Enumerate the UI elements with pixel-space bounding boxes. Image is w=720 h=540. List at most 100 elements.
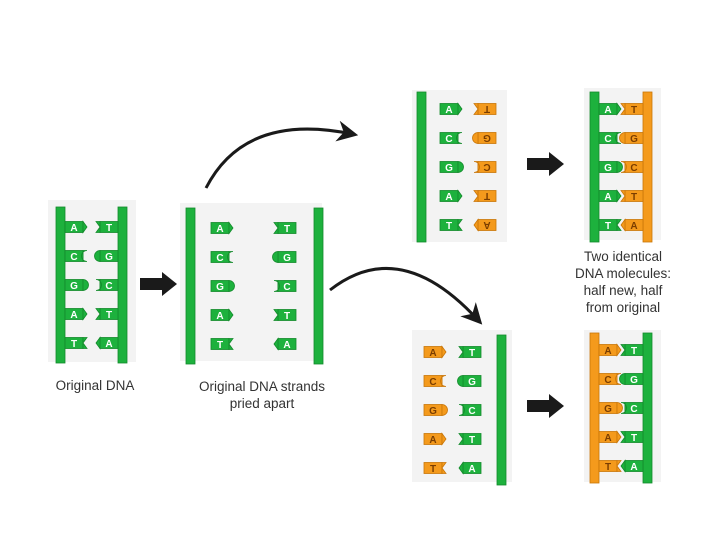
panel-pried xyxy=(180,203,322,361)
caption-pried-line1: Original DNA strands xyxy=(198,379,326,394)
base-letter: G xyxy=(630,134,638,145)
base-right-0: T xyxy=(273,222,297,235)
caption-result-line2: DNA molecules: xyxy=(574,266,672,281)
free-base-top-1: G xyxy=(472,132,497,144)
base-letter: A xyxy=(445,105,452,116)
arrow-right-top xyxy=(527,152,564,176)
base-letter: C xyxy=(630,163,637,174)
backbone-left xyxy=(416,91,427,243)
base-letter: A xyxy=(445,192,452,203)
base-letter: G xyxy=(70,281,78,292)
backbone-right xyxy=(496,334,507,486)
base-left-1: C xyxy=(598,373,622,386)
base-letter: C xyxy=(70,252,77,263)
base-right-2: C xyxy=(273,280,297,293)
base-letter: A xyxy=(483,219,490,230)
caption-result-line4: from original xyxy=(585,300,661,315)
base-left-1: C xyxy=(64,250,88,263)
curved-arrow-top xyxy=(204,120,359,189)
base-right-0: T xyxy=(620,344,644,357)
base-letter: T xyxy=(430,464,436,475)
base-letter: G xyxy=(604,404,612,415)
base-left-0: A xyxy=(598,102,622,116)
base-letter: A xyxy=(105,339,112,350)
base-letter: A xyxy=(604,105,611,116)
base-left-4: T xyxy=(210,338,234,351)
base-right-3: T xyxy=(458,433,482,446)
base-letter: A xyxy=(468,464,475,475)
free-base-bottom-1: C xyxy=(423,375,447,388)
free-base-bottom-0: A xyxy=(423,345,447,359)
base-letter: A xyxy=(604,433,611,444)
base-letter: C xyxy=(445,134,452,145)
strand-top-old: A C G A T xyxy=(416,91,464,243)
base-left-2: G xyxy=(64,279,89,292)
base-left-3: A xyxy=(598,189,622,203)
base-letter: T xyxy=(469,435,475,446)
caption-result-line3: half new, half xyxy=(583,283,663,298)
base-left-0: A xyxy=(598,343,622,357)
base-left-0: A xyxy=(210,221,234,235)
base-left-3: A xyxy=(439,189,463,203)
base-letter: C xyxy=(468,406,475,417)
free-base-bottom-4: T xyxy=(423,462,447,475)
base-right-4: A xyxy=(95,336,119,350)
base-left-0: A xyxy=(64,220,88,234)
base-letter: T xyxy=(217,340,223,351)
backbone-right xyxy=(313,207,324,365)
base-right-0: T xyxy=(95,221,119,234)
base-letter: T xyxy=(284,224,290,235)
base-left-4: T xyxy=(598,460,622,473)
base-letter: A xyxy=(630,221,637,232)
base-right-3: T xyxy=(620,431,644,444)
free-nucleotides-bottom: A C G A T xyxy=(423,345,448,475)
base-letter: C xyxy=(604,134,611,145)
free-base-bottom-2: G xyxy=(423,404,448,417)
strand-pried-left: A C G A T xyxy=(185,207,235,365)
arrow-right-pried xyxy=(140,272,177,296)
base-right-3: T xyxy=(620,190,644,203)
base-right-1: G xyxy=(619,132,644,145)
base-letter: C xyxy=(216,253,223,264)
base-right-4: A xyxy=(458,461,482,475)
base-right-2: C xyxy=(620,402,644,415)
base-letter: T xyxy=(446,221,452,232)
base-letter: G xyxy=(283,253,291,264)
base-letter: C xyxy=(604,375,611,386)
base-letter: G xyxy=(468,377,476,388)
base-right-0: T xyxy=(620,103,644,116)
base-letter: C xyxy=(283,282,290,293)
backbone-left xyxy=(55,206,66,364)
backbone-left xyxy=(589,91,600,243)
base-letter: A xyxy=(216,311,223,322)
base-letter: G xyxy=(630,375,638,386)
base-letter: A xyxy=(216,224,223,235)
base-right-1: G xyxy=(619,373,644,386)
base-letter: C xyxy=(483,161,490,172)
base-letter: G xyxy=(445,163,453,174)
free-base-top-2: C xyxy=(473,161,497,173)
base-letter: T xyxy=(631,192,637,203)
backbone-right xyxy=(117,206,128,364)
base-letter: T xyxy=(605,221,611,232)
base-right-3: T xyxy=(273,309,297,322)
base-letter: T xyxy=(106,310,112,321)
base-letter: T xyxy=(106,223,112,234)
base-right-3: T xyxy=(95,308,119,321)
base-left-1: C xyxy=(598,132,622,145)
base-letter: T xyxy=(605,462,611,473)
base-left-2: G xyxy=(439,161,464,174)
base-left-2: G xyxy=(210,280,235,293)
free-base-bottom-3: A xyxy=(423,432,447,446)
base-letter: T xyxy=(284,311,290,322)
base-left-0: A xyxy=(439,102,463,116)
base-letter: T xyxy=(631,346,637,357)
base-letter: A xyxy=(70,223,77,234)
base-letter: G xyxy=(429,406,437,417)
base-letter: C xyxy=(429,377,436,388)
free-base-top-4: A xyxy=(473,218,497,232)
